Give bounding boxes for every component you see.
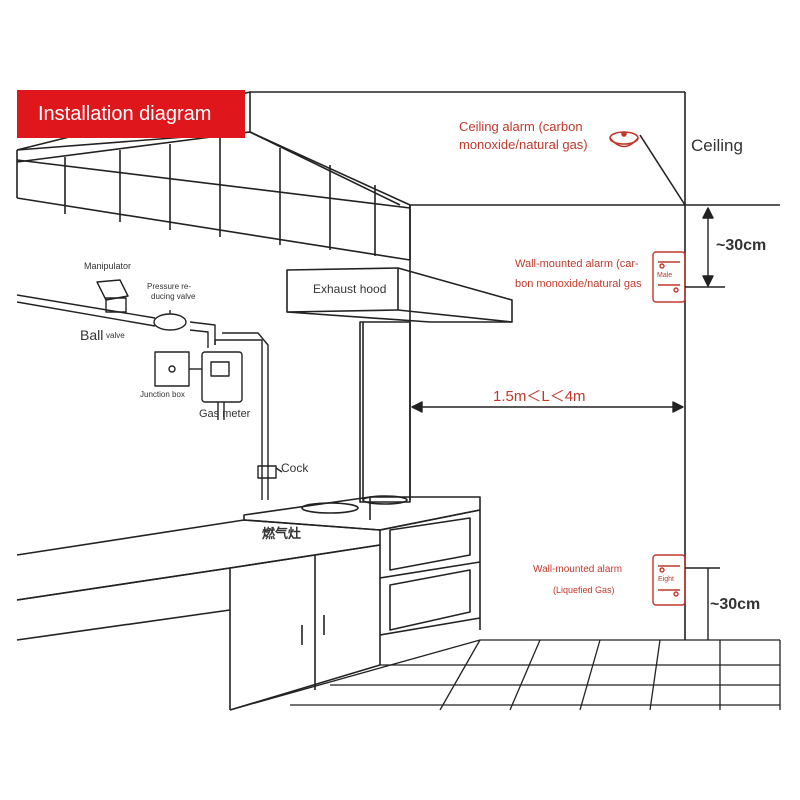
gas-pipe xyxy=(16,279,283,500)
wall-alarm-top-label-1: Wall-mounted alarm (car- xyxy=(515,258,639,270)
pressure-valve-label-1: Pressure re- xyxy=(147,282,192,291)
distance-range-label: 1.5m＜L＜4m xyxy=(493,388,586,405)
valve-label: valve xyxy=(106,331,125,340)
pressure-valve-label-2: ducing valve xyxy=(151,292,196,301)
wall-alarm-bottom-label: Wall-mounted alarm xyxy=(533,564,623,575)
exhaust-hood-shape xyxy=(286,267,513,503)
alarm-tag-top: Male xyxy=(657,272,673,279)
wall-alarm-top-label-2: bon monoxide/natural gas xyxy=(515,278,642,290)
counter xyxy=(16,495,481,711)
wall-alarm-top-icon xyxy=(652,251,686,303)
exhaust-hood-label: Exhaust hood xyxy=(313,282,387,296)
title-banner: Installation diagram xyxy=(17,90,245,138)
dimension-lines xyxy=(411,207,725,640)
gas-meter-label: Gas meter xyxy=(199,408,251,420)
manipulator-label: Manipulator xyxy=(84,261,132,271)
page-title: Installation diagram xyxy=(38,102,212,125)
floor-tiles xyxy=(229,639,781,711)
cock-label: Cock xyxy=(281,461,309,475)
ball-label: Ball xyxy=(80,327,104,343)
ceiling-alarm-icon xyxy=(609,131,639,148)
upper-cabinets xyxy=(16,131,411,256)
ceiling-alarm-label: Ceiling alarm (carbon monoxide/natural g… xyxy=(459,119,588,153)
stove-label: 燃气灶 xyxy=(262,527,302,542)
ceiling-label: Ceiling xyxy=(691,136,743,155)
distance-bottom-label: ~30cm xyxy=(710,596,761,613)
wall-alarm-bottom-sub-label: (Liquefied Gas) xyxy=(553,585,615,595)
alarm-tag-bottom: Eight xyxy=(658,576,674,583)
wall-alarm-bottom-icon xyxy=(652,554,686,606)
right-wall xyxy=(409,92,780,640)
junction-box-label: Junction box xyxy=(140,390,185,399)
distance-top-label: ~30cm xyxy=(716,237,767,254)
